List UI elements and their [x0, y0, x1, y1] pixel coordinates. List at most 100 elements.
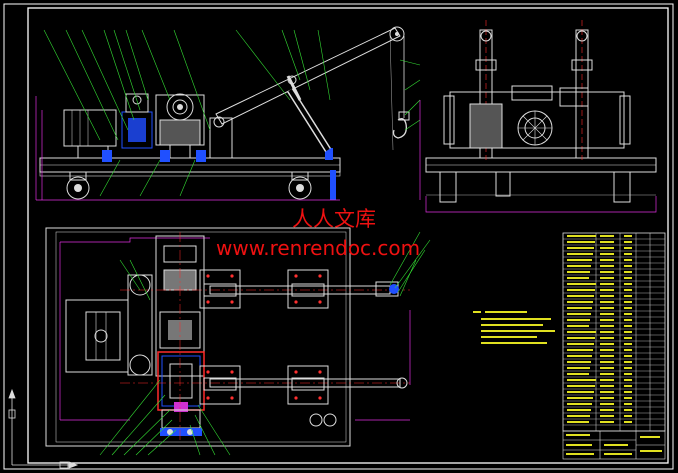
parts-list-cell-mark: [567, 271, 590, 273]
parts-list-cell-mark: [600, 331, 614, 333]
parts-list-cell-mark: [600, 391, 614, 393]
parts-list-cell-mark: [624, 307, 632, 309]
parts-list-cell-mark: [600, 295, 614, 297]
parts-list-cell-mark: [567, 415, 590, 417]
parts-list-cell-mark: [624, 361, 632, 363]
parts-list-cell-mark: [600, 289, 614, 291]
parts-list-cell-mark: [567, 259, 592, 261]
parts-list-cell-mark: [624, 403, 632, 405]
caster-wheel: [288, 171, 312, 200]
parts-list-cell-mark: [600, 367, 614, 369]
parts-list-cell-mark: [624, 325, 632, 327]
parts-list-cell-mark: [567, 349, 593, 351]
title-block-text: [566, 434, 662, 455]
parts-list-cell-mark: [624, 283, 632, 285]
cylinder-section: [157, 351, 205, 411]
parts-list-cell-mark: [567, 277, 589, 279]
parts-list-cell-mark: [600, 271, 614, 273]
title-block: [562, 430, 666, 460]
technical-notes: [473, 311, 555, 344]
parts-list-cell-mark: [567, 295, 594, 297]
parts-list-cell-mark: [624, 337, 632, 339]
boom: [215, 27, 401, 125]
watermark-chinese: 人人文库: [292, 207, 376, 231]
parts-list-cell-mark: [600, 385, 614, 387]
parts-list-cell-mark: [624, 259, 632, 261]
watermark-url: www.renrendoc.com: [216, 236, 421, 260]
parts-list-cell-mark: [567, 361, 591, 363]
parts-list-cell-mark: [624, 289, 632, 291]
parts-list-rows: [563, 235, 665, 426]
parts-list-cell-mark: [567, 265, 591, 267]
parts-list-cell-mark: [567, 373, 589, 375]
parts-list-cell-mark: [600, 241, 614, 243]
parts-list-cell-mark: [624, 235, 632, 237]
plan-motor: [65, 299, 129, 373]
parts-list-cell-mark: [624, 265, 632, 267]
parts-list-cell-mark: [600, 349, 614, 351]
parts-list-cell-mark: [624, 313, 632, 315]
parts-list-cell-mark: [624, 385, 632, 387]
parts-list-cell-mark: [600, 235, 614, 237]
parts-list-cell-mark: [624, 349, 632, 351]
parts-list-cell-mark: [567, 409, 591, 411]
parts-list-cell-mark: [624, 367, 632, 369]
parts-list-cell-mark: [567, 301, 593, 303]
parts-list-cell-mark: [600, 409, 614, 411]
parts-list-cell-mark: [600, 307, 614, 309]
side-view: [419, 20, 657, 213]
parts-list-cell-mark: [624, 241, 632, 243]
parts-list-cell-mark: [600, 379, 614, 381]
parts-list-cell-mark: [600, 319, 614, 321]
parts-list-cell-mark: [624, 253, 632, 255]
ucs-icon: [8, 388, 79, 469]
parts-list-cell-mark: [600, 283, 614, 285]
drawing-frame: [27, 7, 669, 464]
parts-list-cell-mark: [600, 337, 614, 339]
front-view: [35, 26, 421, 201]
parts-list-cell-mark: [624, 415, 632, 417]
sheet-border: [3, 3, 674, 470]
parts-list-cell-mark: [600, 259, 614, 261]
parts-list-cell-mark: [624, 355, 632, 357]
parts-list-cell-mark: [600, 421, 614, 423]
parts-list-cell-mark: [567, 313, 591, 315]
parts-list-cell-mark: [624, 277, 632, 279]
parts-list-cell-mark: [567, 421, 589, 423]
parts-list-cell-mark: [567, 355, 592, 357]
parts-list-cell-mark: [600, 355, 614, 357]
parts-list-cell-mark: [624, 379, 632, 381]
plan-frame: [45, 227, 351, 447]
parts-list-cell-mark: [600, 397, 614, 399]
parts-list-cell-mark: [567, 319, 590, 321]
parts-list-cell-mark: [600, 403, 614, 405]
parts-list-cell-mark: [624, 319, 632, 321]
parts-list-cell-mark: [567, 247, 594, 249]
parts-list-cell-mark: [567, 337, 595, 339]
parts-list-cell-mark: [600, 313, 614, 315]
parts-list-cell-mark: [624, 247, 632, 249]
plan-view: [45, 227, 431, 456]
parts-list-cell-mark: [567, 253, 593, 255]
parts-list-cell-mark: [600, 277, 614, 279]
parts-list-cell-mark: [600, 301, 614, 303]
parts-list-cell-mark: [567, 391, 594, 393]
parts-list-cell-mark: [624, 295, 632, 297]
parts-list-cell-mark: [624, 373, 632, 375]
parts-list-cell-mark: [567, 379, 596, 381]
parts-list-cell-mark: [624, 391, 632, 393]
parts-list-cell-mark: [624, 343, 632, 345]
parts-list-cell-mark: [624, 301, 632, 303]
parts-list-cell-mark: [624, 409, 632, 411]
parts-list-cell-mark: [567, 343, 594, 345]
parts-list-cell-mark: [600, 325, 614, 327]
caster-wheel: [66, 171, 90, 200]
parts-list-cell-mark: [624, 271, 632, 273]
parts-list-cell-mark: [600, 265, 614, 267]
parts-list-cell-mark: [567, 235, 596, 237]
parts-list-cell-mark: [567, 331, 596, 333]
parts-list-cell-mark: [567, 385, 595, 387]
parts-list-cell-mark: [567, 397, 593, 399]
parts-list-cell-mark: [624, 331, 632, 333]
